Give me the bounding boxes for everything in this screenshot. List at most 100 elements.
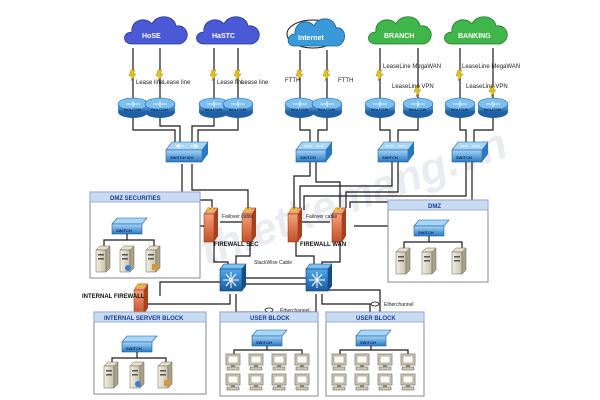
zone-internal-server-block: INTERNAL SERVER BLOCK SWITCH (93, 311, 207, 395)
router-label: ROUTER (291, 107, 308, 112)
workstation-icon (331, 353, 347, 371)
workstation-icon (377, 373, 393, 391)
switch-label: SWITCH (126, 346, 142, 351)
workstation-icon (354, 353, 370, 371)
workstation-icon (225, 353, 241, 371)
workstation-icon (294, 373, 310, 391)
zone-title: DMZ SECURITIES (110, 196, 161, 202)
switch-icon: SWITCH (295, 141, 333, 163)
cloud-label: BANKING (458, 33, 491, 40)
router-label: ROUTER (205, 107, 222, 112)
firewalls: Failover cable Failover cable FIREWALL S… (82, 206, 347, 315)
firewall-sec-label: FIREWALL SEC (214, 242, 259, 248)
server-icon (395, 247, 411, 275)
workstation-icon (400, 353, 416, 371)
cloud-label: HaSTC (212, 33, 235, 40)
firewall-icon (287, 206, 303, 243)
failover-label: Failover cable (222, 214, 253, 220)
lease-line-label: Lease line (241, 80, 269, 86)
workstation-grid (225, 353, 310, 391)
server-icon (103, 361, 119, 389)
leaseline-megawan-label: LeaseLine MegaWAN (383, 64, 441, 70)
switch-ids-label: SWITCH IDS (170, 155, 194, 160)
workstation-icon (271, 353, 287, 371)
zone-title: DMZ (428, 204, 441, 210)
zone-dmz: DMZ SWITCH (387, 199, 489, 283)
workstation-grid (331, 353, 416, 391)
router-label: ROUTER (371, 107, 388, 112)
server-icon (451, 247, 467, 275)
server-icon (95, 245, 111, 273)
failover-label: Failover cable (306, 214, 337, 220)
switch-icon: SWITCH (251, 329, 288, 347)
top-switches: SWITCH IDS SWITCH SWITCH SWITCH (165, 141, 489, 163)
zone-title: USER BLOCK (250, 316, 290, 322)
switch-icon: SWITCH (111, 217, 148, 235)
router-icon: ROUTER (311, 97, 343, 118)
lease-line-label: Lease line (136, 80, 164, 86)
core-switch-icon (305, 263, 333, 292)
router-label: ROUTER (151, 107, 168, 112)
cloud-branch: BRANCH (368, 16, 432, 45)
router-icon: ROUTER (117, 97, 149, 118)
core-switches: StackWise Cable Etherchannel Etherchanne… (219, 260, 413, 314)
cloud-label: BRANCH (384, 33, 414, 40)
switch-label: SWITCH (456, 155, 472, 160)
switch-label: SWITCH (382, 155, 398, 160)
routers: ROUTER ROUTER ROUTER ROUTER (117, 97, 509, 118)
workstation-icon (377, 353, 393, 371)
workstation-icon (400, 373, 416, 391)
zone-title: USER BLOCK (356, 316, 396, 322)
leaseline-vpn-label: LeaseLine VPN (392, 84, 434, 90)
firewall-icon (241, 206, 257, 243)
server-icon (119, 245, 135, 273)
cloud-hastc: HaSTC (196, 16, 260, 45)
firewall-icon (203, 206, 219, 243)
firewall-icon (331, 206, 347, 243)
leaseline-vpn-label: LeaseLine VPN (466, 84, 508, 90)
server-icon (421, 247, 437, 275)
cloud-label: Internet (298, 35, 324, 42)
router-icon: ROUTER (477, 97, 509, 118)
switch-icon: SWITCH (377, 141, 415, 163)
workstation-icon (294, 353, 310, 371)
router-label: ROUTER (124, 107, 141, 112)
wan-labels: Lease line Lease line Lease line Lease l… (136, 64, 520, 90)
etherchannel-label: Etherchannel (384, 302, 413, 308)
switch-label: SWITCH (418, 230, 434, 235)
switch-ids-icon: SWITCH IDS (165, 141, 209, 163)
router-label: ROUTER (409, 107, 426, 112)
internal-firewall-label: INTERNAL FIREWALL (82, 294, 145, 300)
core-switch-icon (219, 263, 247, 292)
router-icon: ROUTER (364, 97, 396, 118)
firewall-icon (133, 282, 149, 315)
leaseline-megawan-label: LeaseLine MegaWAN (462, 64, 520, 70)
zone-title: INTERNAL SERVER BLOCK (104, 316, 184, 322)
switch-icon: SWITCH (355, 329, 392, 347)
lightning-icons (128, 69, 497, 98)
router-icon: ROUTER (402, 97, 434, 118)
cloud-hose: HoSE (124, 16, 188, 45)
workstation-icon (248, 353, 264, 371)
firewall-wan-label: FIREWALL WAN (300, 242, 346, 248)
workstation-icon (248, 373, 264, 391)
server-icon (157, 361, 173, 389)
router-icon: ROUTER (222, 97, 254, 118)
switch-label: SWITCH (300, 155, 316, 160)
lease-line-label: Lease line (217, 80, 245, 86)
workstation-icon (271, 373, 287, 391)
router-label: ROUTER (451, 107, 468, 112)
zone-dmz-securities: DMZ SECURITIES SWITCH (89, 191, 201, 279)
router-icon: ROUTER (144, 97, 176, 118)
cloud-internet: Internet (286, 18, 345, 49)
ftth-label: FTTH (338, 78, 353, 84)
switch-icon: SWITCH (413, 219, 450, 237)
switch-icon: SWITCH (451, 141, 489, 163)
router-icon: ROUTER (284, 97, 316, 118)
etherchannel-label: Etherchannel (280, 308, 309, 314)
workstation-icon (225, 373, 241, 391)
router-label: ROUTER (484, 107, 501, 112)
switch-icon: SWITCH (121, 335, 158, 353)
router-label: ROUTER (229, 107, 246, 112)
